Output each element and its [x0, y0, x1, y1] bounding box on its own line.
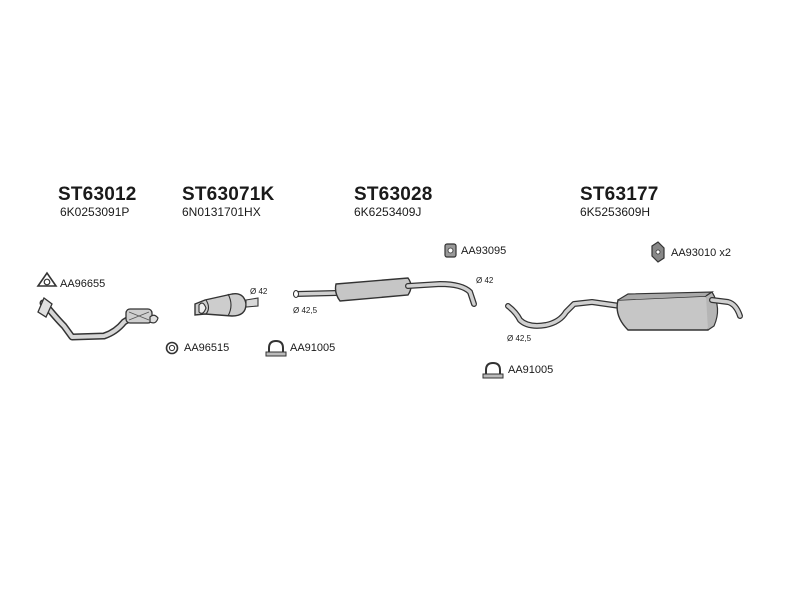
accessory-label-clamp-mid: AA91005	[290, 342, 336, 354]
accessory-label-rubber-mount: AA93095	[461, 245, 507, 257]
oem-number-rear-silencer: 6K5253609H	[580, 205, 651, 219]
clamp-icon	[482, 361, 504, 379]
part-number-front-pipe: ST63012	[58, 184, 137, 205]
diameter-label-rear-inlet: Ø 42,5	[507, 334, 532, 343]
accessory-label-gasket-cat: AA96515	[184, 342, 230, 354]
clamp-icon	[265, 339, 287, 357]
hanger-icon	[651, 241, 665, 263]
diameter-label-mid-outlet: Ø 42	[476, 276, 494, 285]
gasket-icon	[165, 341, 179, 355]
part-number-middle-silencer: ST63028	[354, 184, 433, 205]
part-number-catalyst: ST63071K	[182, 184, 275, 205]
part-number-rear-silencer: ST63177	[580, 184, 659, 205]
accessory-label-gasket-front: AA96655	[60, 278, 106, 290]
diameter-label-cat: Ø 42	[250, 287, 268, 296]
oem-number-front-pipe: 6K0253091P	[60, 205, 130, 219]
rubber-mount-icon	[444, 243, 457, 258]
accessory-label-clamp-rear: AA91005	[508, 364, 554, 376]
front-pipe-part[interactable]	[37, 296, 159, 341]
rear-silencer-part[interactable]	[505, 291, 743, 331]
oem-number-middle-silencer: 6K6253409J	[354, 205, 422, 219]
catalytic-converter-part[interactable]	[194, 293, 259, 317]
gasket-icon	[36, 271, 58, 287]
accessory-label-hanger: AA93010 x2	[671, 247, 731, 259]
oem-number-catalyst: 6N0131701HX	[182, 205, 261, 219]
diameter-label-mid-inlet: Ø 42,5	[293, 306, 318, 315]
middle-silencer-part[interactable]	[293, 277, 477, 307]
